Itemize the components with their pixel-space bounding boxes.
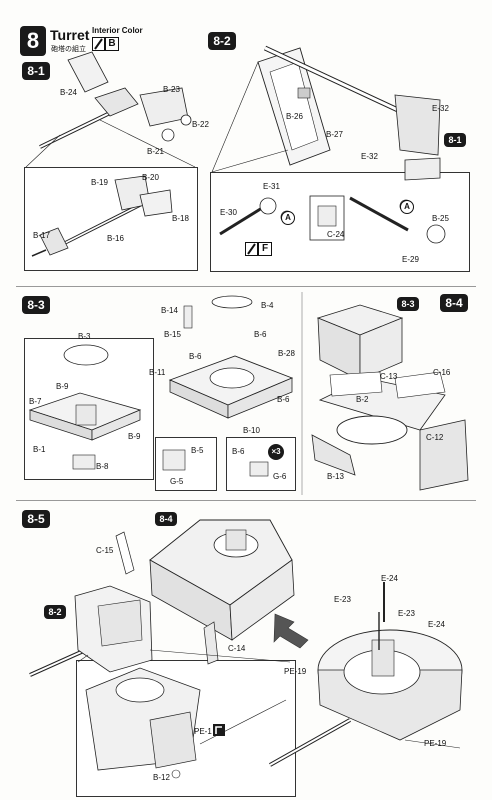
label-b15: B-15: [164, 330, 181, 339]
label-c24: C-24: [327, 230, 345, 239]
label-b10: B-10: [243, 426, 260, 435]
step-title: Turret: [50, 27, 90, 43]
step-8-5-badge: 8-5: [22, 510, 50, 528]
label-e32b: E-32: [361, 152, 378, 161]
label-g5: G-5: [170, 477, 184, 486]
label-e24b: E-24: [428, 620, 445, 629]
label-b18: B-18: [172, 214, 189, 223]
step-8-1-badge: 8-1: [22, 62, 50, 80]
label-b1: B-1: [33, 445, 46, 454]
label-b22: B-22: [192, 120, 209, 129]
circle-a-text-1: A: [285, 213, 291, 222]
ref-8-1-badge: 8-1: [444, 133, 466, 147]
step-8-4-badge: 8-4: [440, 294, 468, 312]
ref-8-2-badge: 8-2: [44, 605, 66, 619]
label-g6: G-6: [273, 472, 287, 481]
label-b23: B-23: [163, 85, 180, 94]
color-code-box: B: [105, 37, 119, 51]
ref-8-3-badge: 8-3: [397, 297, 419, 311]
label-b27: B-27: [326, 130, 343, 139]
label-b13: B-13: [327, 472, 344, 481]
label-b6d: B-6: [232, 447, 245, 456]
label-b28: B-28: [278, 349, 295, 358]
label-e32a: E-32: [432, 104, 449, 113]
label-b26: B-26: [286, 112, 303, 121]
divider-2: [16, 500, 476, 501]
label-b6b: B-6: [189, 352, 202, 361]
circle-a-text-2: A: [404, 202, 410, 211]
label-b17: B-17: [33, 231, 50, 240]
label-e24a: E-24: [381, 574, 398, 583]
step-title-jp: 砲塔の組立: [51, 46, 86, 53]
label-e30: E-30: [220, 208, 237, 217]
circle-a-icon-1: A: [281, 211, 295, 225]
label-b9b: B-9: [128, 432, 141, 441]
label-c14: C-14: [228, 644, 246, 653]
times-3-text: ×3: [271, 447, 281, 456]
label-b7: B-7: [29, 397, 42, 406]
label-c15: C-15: [96, 546, 114, 555]
label-c12: C-12: [426, 433, 444, 442]
label-b16: B-16: [107, 234, 124, 243]
label-b9a: B-9: [56, 382, 69, 391]
color-code-f: F: [258, 242, 272, 256]
label-b4: B-4: [261, 301, 274, 310]
label-b11: B-11: [149, 368, 166, 377]
label-b2: B-2: [356, 395, 369, 404]
label-e23a: E-23: [334, 595, 351, 604]
paint-slash-icon-f: [245, 242, 258, 256]
label-b21: B-21: [147, 147, 164, 156]
label-e31: E-31: [263, 182, 280, 191]
step-8-2-badge: 8-2: [208, 32, 236, 50]
label-b12: B-12: [153, 773, 170, 782]
label-b14: B-14: [161, 306, 178, 315]
divider-1: [16, 286, 476, 287]
label-b8: B-8: [96, 462, 109, 471]
paint-slash-icon: [92, 37, 105, 51]
label-b25: B-25: [432, 214, 449, 223]
label-b24: B-24: [60, 88, 77, 97]
pe-bend-icon: [213, 724, 225, 736]
label-e29: E-29: [402, 255, 419, 264]
label-b3: B-3: [78, 332, 91, 341]
times-3-badge: ×3: [268, 444, 284, 460]
label-c13: C-13: [380, 372, 398, 381]
circle-a-icon-2: A: [400, 200, 414, 214]
label-e23b: E-23: [398, 609, 415, 618]
label-pe1: PE-1: [194, 727, 212, 736]
label-b6c: B-6: [277, 395, 290, 404]
step-8-badge: 8: [20, 26, 46, 56]
interior-color-label: Interior Color: [92, 26, 143, 35]
label-b19: B-19: [91, 178, 108, 187]
label-b20: B-20: [142, 173, 159, 182]
label-pe19b: PE-19: [424, 739, 447, 748]
ref-8-4-badge: 8-4: [155, 512, 177, 526]
label-pe19a: PE-19: [284, 667, 307, 676]
label-b5: B-5: [191, 446, 204, 455]
label-b6a: B-6: [254, 330, 267, 339]
step-8-3-badge: 8-3: [22, 296, 50, 314]
label-c16: C-16: [433, 368, 451, 377]
